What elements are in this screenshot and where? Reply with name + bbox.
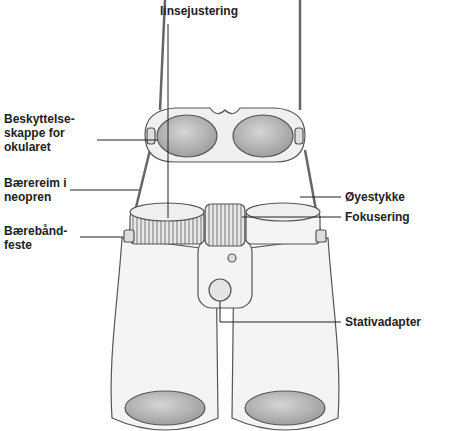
logo-mark [228,254,236,262]
strap-lug [124,230,134,242]
tripod-adapter [209,279,231,301]
objective-lens [125,391,205,425]
part-label: Bærereim i neopren [4,176,68,204]
neoprene-strap [130,0,320,232]
part-label: linsejustering [160,4,238,18]
part-label: Bærebånd- feste [4,224,78,252]
objective-lens [245,391,325,425]
focus-wheel [205,204,245,246]
part-label: Fokusering [345,210,410,224]
strap-lug [316,230,326,242]
eyepiece-cap [145,108,305,162]
part-label: Beskyttelse- skappe for okularet [4,112,96,154]
leader-lines [70,24,341,322]
part-label: Stativadapter [345,315,421,329]
part-label: Øyestykke [345,190,405,204]
bridge [198,238,252,308]
